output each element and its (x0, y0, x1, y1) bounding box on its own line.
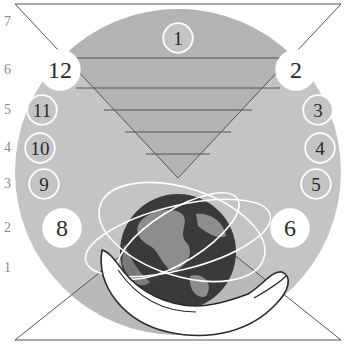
circle-number: 2 (275, 49, 317, 91)
large-number-circle: 12 (39, 49, 81, 91)
number-circle: 3 (302, 94, 334, 126)
number-circle: 9 (28, 168, 60, 200)
circle-number: 8 (42, 208, 82, 248)
circle-number: 1 (162, 22, 194, 54)
circle-number: 9 (28, 168, 60, 200)
row-number: 7 (4, 14, 11, 30)
circle-number: 3 (302, 94, 334, 126)
row-number: 4 (4, 140, 11, 156)
circle-number: 12 (39, 49, 81, 91)
large-number-circle: 8 (42, 208, 82, 248)
hand (101, 250, 288, 336)
circle-number: 11 (26, 94, 58, 126)
row-number: 6 (4, 62, 11, 78)
circle-number: 4 (304, 132, 336, 164)
number-circle: 1 (162, 22, 194, 54)
circle-number: 5 (300, 168, 332, 200)
large-number-circle: 6 (270, 208, 310, 248)
circle-number: 10 (24, 132, 56, 164)
row-number: 3 (4, 176, 11, 192)
row-number: 5 (4, 102, 11, 118)
large-number-circle: 2 (275, 49, 317, 91)
number-circle: 4 (304, 132, 336, 164)
row-number: 2 (4, 220, 11, 236)
row-number: 1 (4, 260, 11, 276)
circle-number: 6 (270, 208, 310, 248)
hourglass-lines (15, 4, 341, 340)
number-circle: 10 (24, 132, 56, 164)
number-circle: 11 (26, 94, 58, 126)
number-circle: 5 (300, 168, 332, 200)
